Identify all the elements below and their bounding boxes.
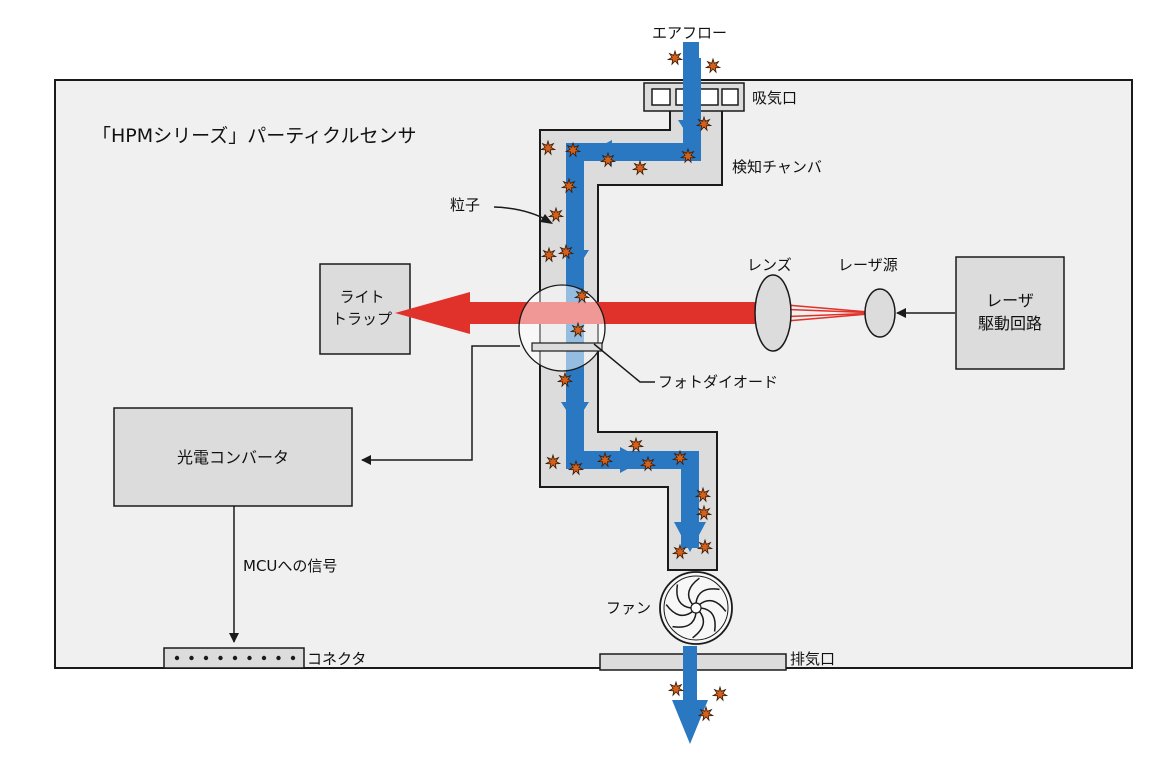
- lens: [754, 274, 792, 352]
- particle-icon: [695, 115, 713, 132]
- converter-box: [113, 407, 353, 507]
- photodiode-label: フォトダイオード: [658, 373, 778, 391]
- particle-icon: [539, 139, 557, 156]
- particle-icon: [556, 371, 574, 388]
- particle-label: 粒子: [450, 196, 480, 214]
- laser-driver-label-line2: 駆動回路: [978, 314, 1042, 333]
- connector-pin: [232, 655, 238, 661]
- particle-icon: [695, 504, 713, 521]
- connector-pins: [174, 655, 296, 661]
- laser-driver-label-line1: レーザ: [986, 291, 1034, 310]
- connector-pin: [276, 655, 281, 661]
- particle-icon: [704, 57, 722, 74]
- fan-label: ファン: [606, 599, 651, 617]
- particle-icon: [557, 243, 575, 260]
- light-trap-label-line1: ライト: [339, 288, 384, 306]
- particle-icon: [667, 680, 685, 697]
- fan-blade: [695, 588, 720, 604]
- detection-zone: [518, 284, 606, 372]
- signal-label: MCUへの信号: [243, 557, 337, 575]
- connector-pin: [203, 655, 209, 661]
- connector-pin: [290, 655, 296, 661]
- fan-blade: [699, 599, 727, 612]
- particles: [539, 49, 729, 722]
- particle-icon: [631, 159, 649, 176]
- fan-blade: [676, 584, 692, 609]
- particle-icon: [547, 206, 565, 223]
- particle-icon: [540, 246, 558, 263]
- particle-icon: [671, 543, 689, 560]
- particle-icon: [544, 453, 562, 470]
- connector: [163, 647, 305, 669]
- connector-pin: [247, 655, 252, 661]
- particle-icon: [671, 449, 689, 466]
- sensor-title: 「HPMシリーズ」パーティクルセンサ: [92, 125, 416, 147]
- particle-icon: [696, 538, 714, 555]
- particle-icon: [697, 705, 715, 722]
- laser-source: [864, 288, 896, 338]
- photodiode-leader: [593, 343, 655, 383]
- chamber-label: 検知チャンバ: [732, 158, 822, 176]
- particle-icon: [666, 49, 684, 66]
- light-trap-box: [319, 263, 411, 355]
- particle-icon: [564, 141, 582, 158]
- connector-pin: [174, 655, 180, 661]
- particle-icon: [694, 486, 712, 503]
- fan-blade: [700, 607, 716, 632]
- exhaust-label: 排気口: [790, 650, 835, 668]
- particle-icon: [679, 147, 697, 164]
- connector-pin: [261, 655, 267, 661]
- particle-icon: [599, 151, 617, 168]
- laser-driver-box: [955, 256, 1065, 370]
- connector-pin: [189, 655, 194, 661]
- connector-pin: [218, 655, 223, 661]
- fan-icon: [659, 571, 733, 645]
- airflow-label: エアフロー: [652, 24, 727, 42]
- intake-flow: [683, 42, 699, 88]
- lens-label: レンズ: [747, 256, 792, 274]
- connector-label: コネクタ: [307, 650, 366, 668]
- particle-icon: [639, 455, 657, 472]
- particle-icon: [573, 287, 591, 304]
- light-trap-label-line2: トラップ: [332, 310, 392, 328]
- photodiode-signal-line: [361, 345, 520, 465]
- exhaust-flow: [672, 646, 708, 744]
- fan-blade: [665, 604, 693, 617]
- photodiode: [531, 342, 603, 352]
- particle-icon: [567, 459, 585, 476]
- particle-icon: [569, 321, 587, 338]
- intake-label: 吸気口: [752, 89, 797, 107]
- particle-icon: [596, 451, 614, 468]
- particle-icon: [560, 177, 578, 194]
- particle-icon: [627, 436, 645, 453]
- fan-blade: [687, 577, 700, 605]
- particle-icon: [711, 685, 729, 702]
- fan-blade: [672, 612, 697, 628]
- fan-blade: [692, 611, 705, 639]
- laser-source-label: レーザ源: [838, 256, 898, 274]
- converter-label: 光電コンバータ: [177, 448, 289, 467]
